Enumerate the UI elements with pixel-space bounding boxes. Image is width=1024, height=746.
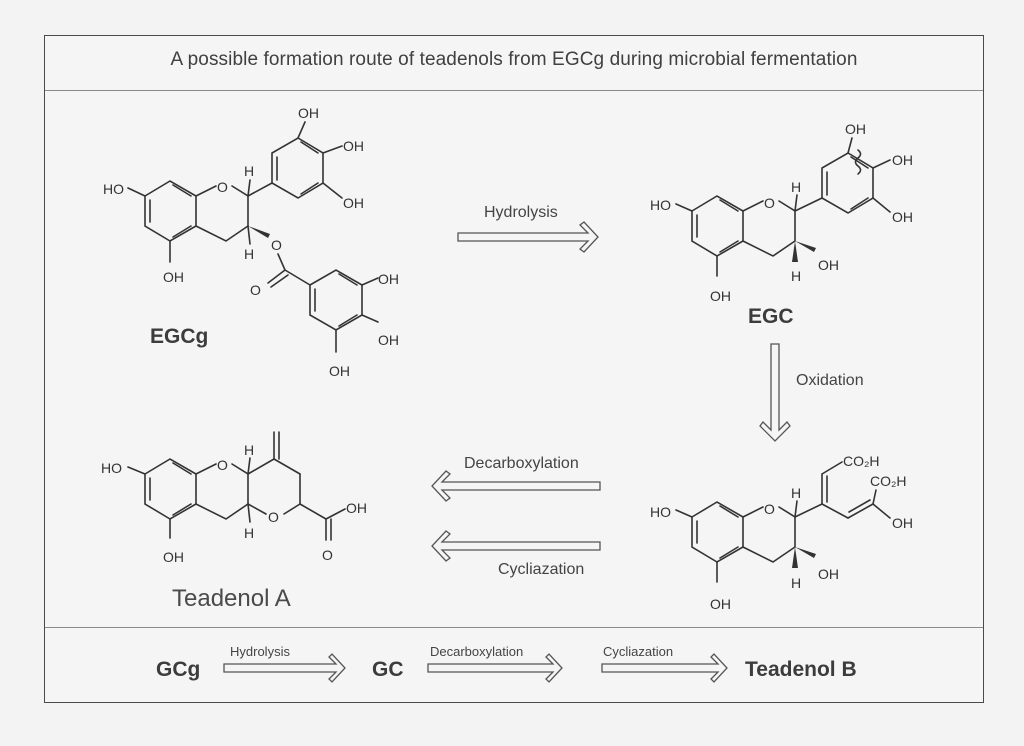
atom-label: H — [791, 485, 801, 501]
compound-label-gcg: GCg — [156, 658, 200, 681]
atom-label: OH — [346, 500, 367, 516]
arrow-left — [431, 470, 601, 502]
arrow-down — [759, 343, 791, 442]
atom-label: OH — [710, 596, 731, 612]
reaction-label-hydrolysis-b: Hydrolysis — [230, 644, 290, 659]
cleavage-mark — [854, 149, 862, 175]
arrow-right — [601, 653, 728, 683]
atom-label: OH — [892, 515, 913, 531]
atom-label: OH — [163, 269, 184, 285]
atom-label: H — [791, 575, 801, 591]
reaction-label-cycliazation-b: Cycliazation — [603, 644, 673, 659]
arrow-right — [223, 653, 346, 683]
arrow-left — [431, 530, 601, 562]
egcg-structure: HO OH O H H O O OH OH OH OH OH O — [103, 105, 399, 379]
atom-label: OH — [818, 566, 839, 582]
reaction-label-oxidation: Oxidation — [796, 372, 864, 389]
diagram-title: A possible formation route of teadenols … — [170, 49, 858, 70]
atom-label: O — [268, 509, 279, 525]
atom-label: OH — [329, 363, 350, 379]
atom-label: OH — [298, 105, 319, 121]
atom-label: OH — [378, 332, 399, 348]
compound-label-teadenol-b: Teadenol B — [745, 658, 857, 681]
atom-label: HO — [650, 197, 671, 213]
egc-structure: HO OH O H OH H OH OH OH — [650, 121, 913, 304]
atom-label: O — [322, 547, 333, 563]
atom-label: O — [217, 179, 228, 195]
atom-label: OH — [343, 138, 364, 154]
atom-label: H — [244, 442, 254, 458]
reaction-label-cycliazation: Cycliazation — [498, 561, 584, 578]
teadenol-a-structure: HO OH O O H H OH O — [101, 431, 367, 565]
atom-label: OH — [710, 288, 731, 304]
atom-label: H — [244, 246, 254, 262]
atom-label: OH — [892, 209, 913, 225]
diagram-frame — [44, 35, 984, 703]
compound-label-egc: EGC — [748, 305, 794, 328]
atom-label: H — [791, 268, 801, 284]
atom-label: OH — [378, 271, 399, 287]
atom-label: H — [244, 525, 254, 541]
atom-label: CO₂H — [870, 473, 907, 489]
atom-label: CO₂H — [843, 453, 880, 469]
arrow-right — [427, 653, 563, 683]
atom-label: OH — [892, 152, 913, 168]
atom-label: OH — [163, 549, 184, 565]
bottom-route-divider — [45, 627, 983, 628]
atom-label: O — [271, 237, 282, 253]
compound-label-teadenol-a: Teadenol A — [172, 585, 291, 612]
atom-label: HO — [650, 504, 671, 520]
atom-label: HO — [103, 181, 124, 197]
compound-label-egcg: EGCg — [150, 325, 208, 348]
atom-label: O — [764, 501, 775, 517]
reaction-label-decarboxylation-b: Decarboxylation — [430, 644, 523, 659]
atom-label: O — [764, 195, 775, 211]
atom-label: H — [791, 179, 801, 195]
atom-label: OH — [845, 121, 866, 137]
compound-label-gc: GC — [372, 658, 404, 681]
atom-label: O — [250, 282, 261, 298]
atom-label: OH — [343, 195, 364, 211]
reaction-label-hydrolysis: Hydrolysis — [484, 204, 558, 221]
atom-label: HO — [101, 460, 122, 476]
intermediate-structure: HO OH O H OH H CO₂H CO₂H OH — [650, 453, 913, 612]
atom-label: O — [217, 457, 228, 473]
atom-label: OH — [818, 257, 839, 273]
arrow-right — [457, 221, 599, 253]
reaction-label-decarboxylation: Decarboxylation — [464, 455, 579, 472]
atom-label: H — [244, 163, 254, 179]
title-divider — [45, 90, 983, 91]
